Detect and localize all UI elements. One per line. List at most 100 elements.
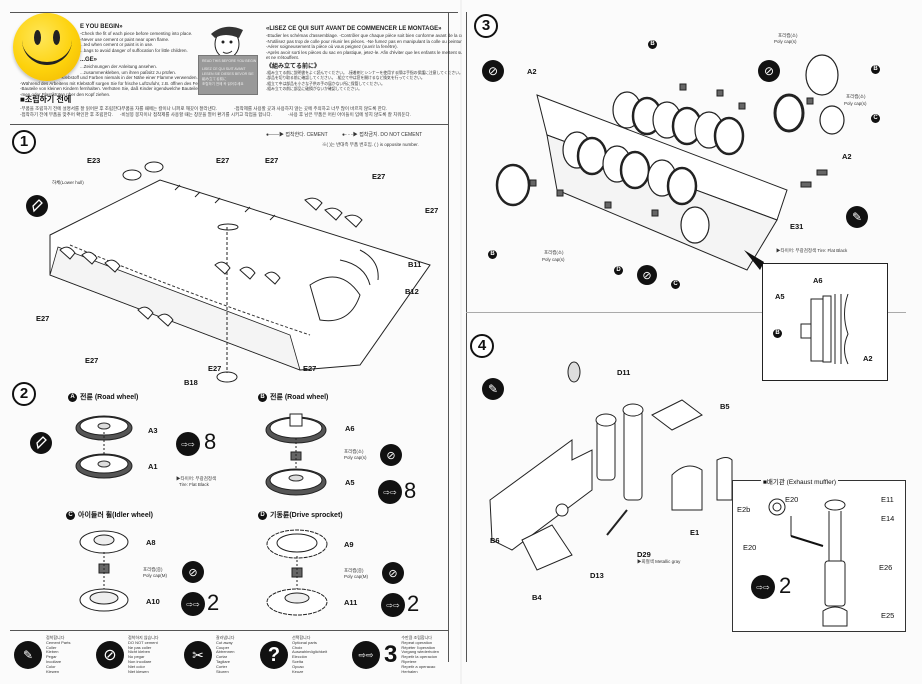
part-label-e20: E20 bbox=[785, 495, 799, 504]
drive-sprocket-title-text: 기동륜(Drive sprocket) bbox=[270, 512, 343, 519]
legend-line: Corter bbox=[216, 663, 228, 669]
legend-cut-text: 잘라냅니다 Cut away Couper Abtrennen Cortar T… bbox=[216, 635, 234, 674]
part-label-b5: B5 bbox=[720, 402, 730, 411]
legend-optional-text: 선택합니다 Optional parts Choix Auswahlmöglic… bbox=[292, 635, 327, 674]
no-cement-legend-text: 접착금지. DO NOT CEMENT bbox=[359, 132, 423, 138]
intro-text-line: -組み立てる前に説明書をよく読んでください。 -接着剤とシンナーを使用する際は手… bbox=[266, 70, 463, 75]
intro-english-heading: E YOU BEGIN» bbox=[80, 24, 123, 30]
intro-text-line: ...bags to avoid danger of suffocation f… bbox=[80, 47, 188, 53]
polycap-label-en: Poly cap(M) bbox=[143, 573, 168, 578]
part-label-e27: E27 bbox=[216, 156, 230, 165]
badge-d: D bbox=[614, 266, 623, 275]
polycap-label-ko: 포리캡(소) bbox=[846, 94, 866, 99]
part-label-e23: E23 bbox=[87, 156, 101, 165]
part-label-e27: E27 bbox=[303, 364, 317, 373]
legend-line: Tagliare bbox=[216, 658, 231, 664]
repeat-count: 2 bbox=[207, 590, 220, 615]
part-label-e31: E31 bbox=[790, 222, 804, 231]
intro-text-line: -Während des Arbeitens mit Klebstoff sor… bbox=[20, 80, 227, 86]
polycap-label-ko: 포리캡(중) bbox=[143, 567, 163, 572]
top-rule bbox=[10, 12, 458, 13]
legend-line: Optional parts bbox=[292, 639, 317, 645]
road-wheel-a-drawing bbox=[75, 415, 133, 479]
repeat-icon: ⇨⇨ bbox=[181, 592, 205, 616]
repeat-count: 8 bbox=[204, 429, 217, 454]
repeat-icon: ⇨⇨ bbox=[176, 432, 200, 456]
polycap-label-ko: 포리캡(소) bbox=[344, 449, 364, 454]
intro-text-line: -Klebstoff und Farben niemals in der Näh… bbox=[60, 75, 198, 80]
badge-b: B bbox=[773, 329, 782, 338]
cement-icon bbox=[30, 432, 52, 454]
legend-line: Incollare bbox=[46, 658, 62, 664]
legend-line: 선택합니다 bbox=[292, 635, 311, 640]
legend-line: Herhalen bbox=[401, 668, 418, 674]
intro-korean: ■조립하기 전에 bbox=[20, 94, 71, 105]
cement-icon: ✎ bbox=[14, 641, 42, 670]
road-wheel-b-drawing bbox=[265, 413, 327, 496]
inset-pointer bbox=[744, 250, 764, 270]
no-cement-icon: ⊘ bbox=[182, 561, 204, 583]
cartoon-sign-line: LISEZ CE QUI SUIT AVANT bbox=[202, 67, 246, 71]
intro-text-line: et ne s'étouffent. bbox=[266, 55, 300, 60]
legend-cement: ✎ 접착합니다 Cement Parts Coller Kleben Pegar… bbox=[14, 635, 71, 674]
repeat-count: 2 bbox=[779, 573, 792, 598]
badge-b: B bbox=[871, 65, 880, 74]
intro-japanese-heading: 《組み立てる前に》 bbox=[266, 63, 321, 70]
intro-text-line: -Etudier les schémas d'assemblage. -Cont… bbox=[266, 33, 493, 38]
opposite-note: ※( )는 반대측 부품 번호임. ( ) is opposite number… bbox=[322, 142, 419, 147]
cement-icon bbox=[26, 195, 48, 217]
legend-line: Choix bbox=[292, 644, 303, 650]
idler-wheel-title-text: 아이들러 휠(Idler wheel) bbox=[78, 512, 153, 519]
legend-line: Cement Parts bbox=[46, 639, 71, 645]
intro-text-line: -Bauteile von kleinen Kindern fernhalten… bbox=[20, 86, 235, 91]
part-label-a2: A2 bbox=[842, 152, 852, 161]
badge-d: D bbox=[258, 510, 267, 520]
part-label-a10: A10 bbox=[146, 597, 160, 606]
intro-french-heading: «LISEZ CE QUI SUIT AVANT DE COMMENCER LE… bbox=[266, 26, 442, 32]
legend-repeat-text: 수만큼 조립합니다 Repeat operation Répéter l'ope… bbox=[401, 635, 439, 674]
left-page: E YOU BEGIN» -Check the fit of each piec… bbox=[0, 0, 517, 684]
legend-line: Klewen bbox=[46, 668, 60, 674]
legend-line: 접착하지 않습니다 bbox=[128, 635, 159, 640]
part-label-b6: B6 bbox=[490, 536, 500, 545]
part-label-e27: E27 bbox=[208, 364, 222, 373]
idler-wheel-title: C 아이들러 휠(Idler wheel) bbox=[66, 510, 153, 520]
no-cement-legend: ●- - -▶ 접착금지. DO NOT CEMENT bbox=[342, 132, 423, 138]
road-wheel-b-title-text: 전륜 (Road wheel) bbox=[270, 394, 329, 401]
legend-line: Elección bbox=[292, 654, 308, 660]
part-label-a8: A8 bbox=[146, 538, 156, 547]
intro-text-line: ...zusammenkleben, um ihren paßsitz zu p… bbox=[80, 69, 177, 75]
badge-a: A bbox=[68, 392, 77, 402]
intro-text-line: -접착하기 전에 부품을 맞추어 확인한 후 조립한다. bbox=[20, 112, 114, 117]
badge-b: B bbox=[648, 40, 657, 49]
legend-line: Scelta bbox=[292, 658, 304, 664]
road-wheel-a-title: A 전륜 (Road wheel) bbox=[68, 392, 138, 402]
smiley-face-icon bbox=[13, 13, 81, 81]
legend-line: Keuze bbox=[292, 668, 304, 674]
no-cement-icon: ⊘ bbox=[637, 265, 657, 285]
intro-text-line: -組立て中は部品を小さな子供の手の届かない所に保管してください。 bbox=[266, 81, 385, 86]
intro-text-line: -N'utilisez pas trop de colle pour réuni… bbox=[266, 38, 517, 44]
part-label-e27: E27 bbox=[425, 206, 439, 215]
part-label-e2b: E2b bbox=[737, 505, 751, 514]
suspension-assembly-drawing bbox=[495, 54, 845, 271]
intro-text-line: -部品を切り取る前に確認してください。 -組立て中は窓を開けるなど換気を行ってく… bbox=[266, 76, 425, 80]
legend-line: Vorgang wiederholen bbox=[401, 649, 439, 655]
part-label-d13: D13 bbox=[590, 571, 604, 580]
legend-repeat-count: 3 bbox=[384, 641, 398, 669]
intro-german-heading: ...GE» bbox=[80, 57, 98, 63]
part-label-d29: D29 bbox=[637, 550, 651, 559]
legend-line: Repetir a operacao bbox=[401, 663, 436, 669]
cement-legend: ●——▶ 접착한다. CEMENT bbox=[266, 132, 328, 138]
repeat-icon: ⇨⇨ bbox=[378, 480, 402, 504]
rear-plate-assembly-drawing bbox=[489, 361, 733, 571]
lower-hull-label: 하체(Lower hull) bbox=[52, 180, 84, 185]
legend-line: Cortar bbox=[216, 654, 228, 660]
part-label-e1: E1 bbox=[690, 528, 700, 537]
intro-text-line: -Never use cement or paint near open fla… bbox=[80, 36, 170, 42]
left-rule bbox=[466, 12, 467, 662]
intro-korean-heading: ■조립하기 전에 bbox=[20, 95, 72, 104]
intro-text-line: -組み立ての前に部品に破損がないか確認してください。 bbox=[266, 87, 362, 91]
cut-icon: ✂ bbox=[184, 641, 212, 670]
intro-text-line: -Après avoir sorti les pièces du sac en … bbox=[266, 49, 478, 55]
